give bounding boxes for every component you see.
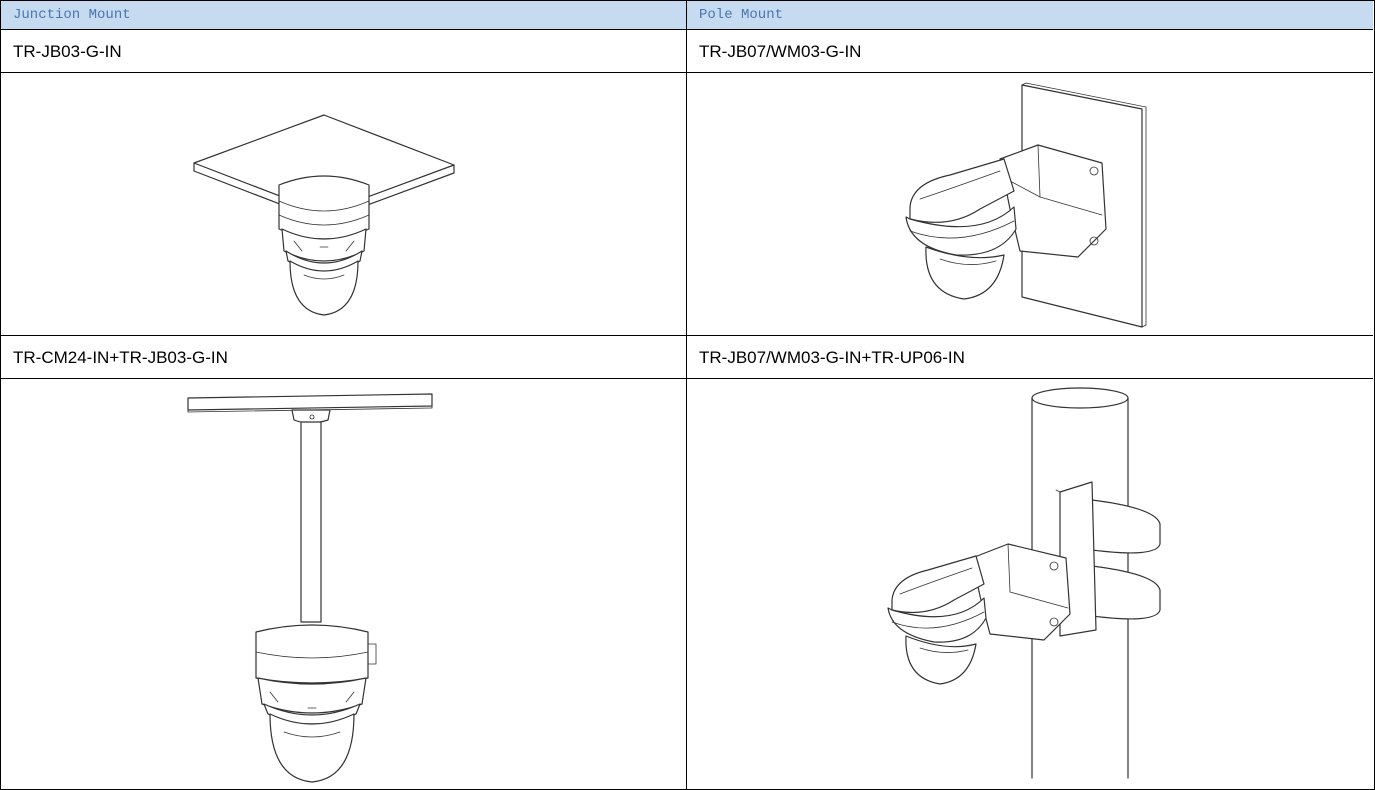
figure-cell-pole-mount (687, 379, 1373, 789)
wall-mount-drawing (905, 82, 1147, 328)
pendant-ceiling-mount-drawing (186, 393, 433, 783)
figure-cell-pendant-mount (1, 379, 687, 789)
figure-cell-wall-mount (687, 73, 1373, 336)
label-tr-jb07-wm03-g-in-tr-up06-in: TR-JB07/WM03-G-IN+TR-UP06-IN (687, 336, 1373, 379)
header-pole-mount: Pole Mount (687, 1, 1373, 30)
label-tr-cm24-in-tr-jb03-g-in: TR-CM24-IN+TR-JB03-G-IN (1, 336, 687, 379)
pole-mount-drawing (887, 387, 1161, 779)
figure-cell-ceiling-junction (1, 73, 687, 336)
ceiling-junction-mount-drawing (192, 114, 455, 316)
header-junction-mount: Junction Mount (1, 1, 687, 30)
label-tr-jb07-wm03-g-in: TR-JB07/WM03-G-IN (687, 30, 1373, 73)
label-tr-jb03-g-in: TR-JB03-G-IN (1, 30, 687, 73)
